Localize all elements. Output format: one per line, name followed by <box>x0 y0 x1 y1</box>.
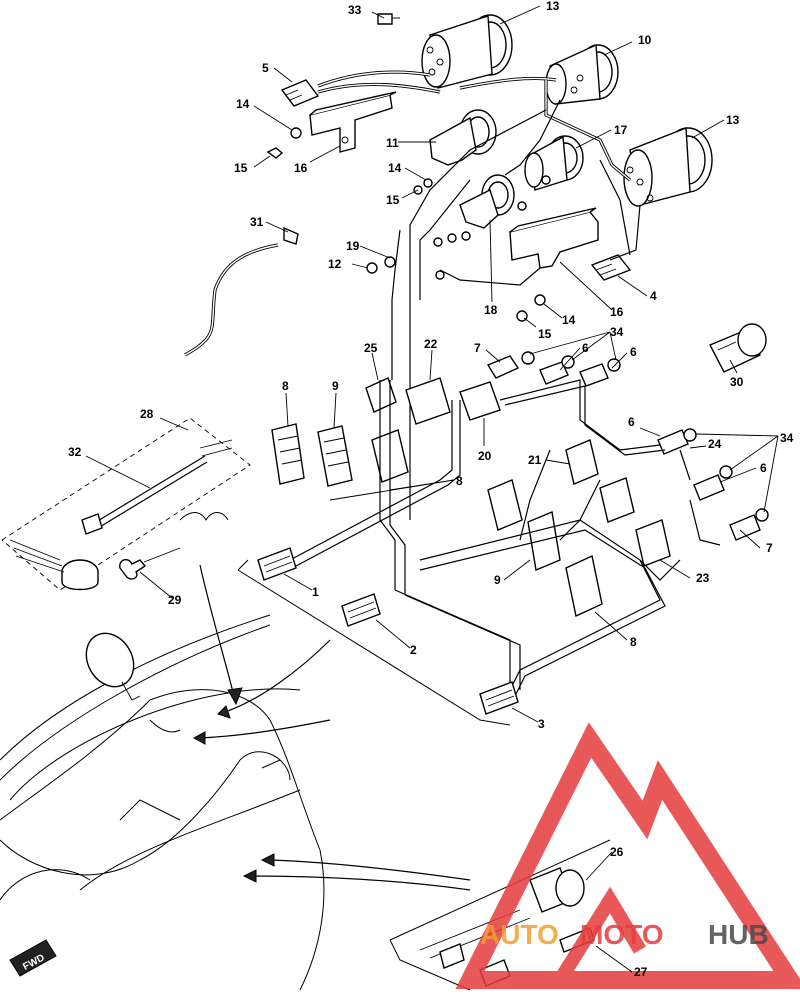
kit-box-28 <box>1 417 251 591</box>
switches <box>271 377 671 618</box>
callout-16: 16 <box>294 161 308 175</box>
callout-3: 3 <box>538 717 545 731</box>
fuse-holder-30 <box>709 323 767 373</box>
callout-5: 5 <box>262 61 269 75</box>
callout-7-top: 7 <box>474 341 481 355</box>
callout-34-top: 34 <box>610 325 624 339</box>
connectors-middle <box>486 351 769 541</box>
gauge-13-right <box>623 126 713 207</box>
gauge-10 <box>545 43 619 105</box>
callout-7-right: 7 <box>766 541 773 555</box>
callout-33: 33 <box>348 3 362 17</box>
callout-9-mid: 9 <box>494 573 501 587</box>
callout-27: 27 <box>634 965 648 979</box>
callout-30: 30 <box>730 375 744 389</box>
wordmark-auto: AUTO <box>480 919 559 950</box>
callout-2: 2 <box>410 643 417 657</box>
callout-24: 24 <box>708 437 722 451</box>
callout-8-bottom: 8 <box>630 635 637 649</box>
leader-lines <box>85 5 779 973</box>
callout-15: 15 <box>234 161 248 175</box>
bracket-16-top <box>309 91 397 153</box>
callout-13-right: 13 <box>726 113 740 127</box>
gauge-13-top <box>421 14 513 89</box>
callout-20: 20 <box>478 449 492 463</box>
callout-14-right: 14 <box>562 313 576 327</box>
wordmark-hub: HUB <box>708 919 769 950</box>
callout-22: 22 <box>424 337 438 351</box>
callout-12: 12 <box>328 257 342 271</box>
callout-17: 17 <box>614 123 628 137</box>
callout-25: 25 <box>364 341 378 355</box>
callout-32: 32 <box>68 445 82 459</box>
callout-8-mid: 8 <box>456 474 463 488</box>
callout-1: 1 <box>312 585 319 599</box>
pointer-arrows <box>192 564 471 891</box>
callout-15-mid: 15 <box>386 193 400 207</box>
gauge-17 <box>524 135 584 191</box>
connector-5 <box>280 79 320 107</box>
callout-8-left: 8 <box>282 379 289 393</box>
vehicle-body <box>0 614 325 991</box>
callout-6-b: 6 <box>630 345 637 359</box>
mirror <box>85 632 141 701</box>
upper-harness-wires <box>317 70 641 520</box>
callout-23: 23 <box>696 571 710 585</box>
connectors-bottom <box>257 547 519 715</box>
callout-29: 29 <box>168 593 182 607</box>
callout-15-right: 15 <box>538 327 552 341</box>
callout-4: 4 <box>650 289 657 303</box>
callout-labels: 33 13 10 5 14 15 16 11 17 13 14 15 31 19… <box>68 0 794 979</box>
callout-34-right: 34 <box>780 431 794 445</box>
callout-9-left: 9 <box>332 379 339 393</box>
callout-28: 28 <box>140 407 154 421</box>
harness-plate <box>237 559 511 726</box>
callout-26: 26 <box>610 845 624 859</box>
callout-31: 31 <box>250 215 264 229</box>
callout-21: 21 <box>528 453 542 467</box>
wordmark-moto: MOTO <box>580 919 663 950</box>
callout-18: 18 <box>484 303 498 317</box>
callout-19: 19 <box>346 239 360 253</box>
fwd-direction-badge: FWD <box>9 939 57 977</box>
callout-6-a: 6 <box>582 341 589 355</box>
callout-6-d: 6 <box>760 461 767 475</box>
washers <box>266 127 551 322</box>
callout-16-right: 16 <box>610 305 624 319</box>
automotohub-wordmark: AUTO MOTO HUB <box>480 919 769 950</box>
automotohub-watermark-logo <box>455 722 800 989</box>
cable-31 <box>184 226 299 357</box>
main-harness <box>289 379 721 697</box>
callout-10: 10 <box>638 33 652 47</box>
callout-14: 14 <box>236 97 250 111</box>
mount-11 <box>429 109 497 166</box>
callout-6-c: 6 <box>628 415 635 429</box>
callout-11: 11 <box>386 136 399 150</box>
connector-4 <box>590 254 632 281</box>
bracket-16-right <box>509 207 599 269</box>
mount-18 <box>459 174 515 229</box>
callout-14-mid: 14 <box>388 161 402 175</box>
bolt-33 <box>377 13 400 25</box>
callout-13: 13 <box>546 0 560 13</box>
